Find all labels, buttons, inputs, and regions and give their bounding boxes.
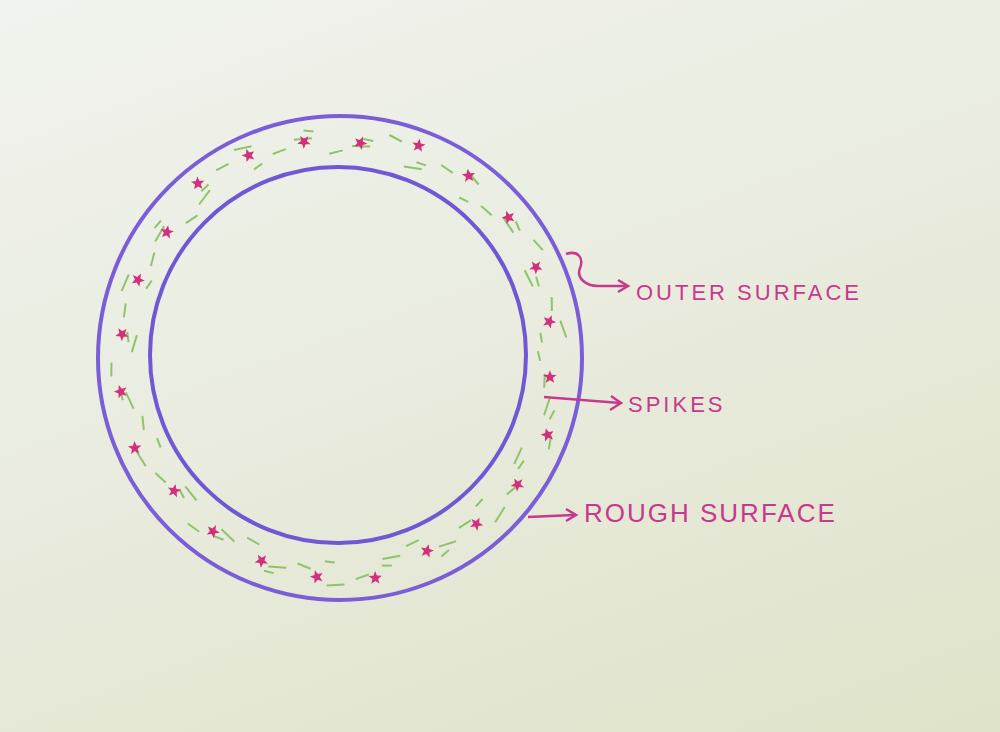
rough-dash	[222, 529, 235, 542]
spike-star	[255, 555, 268, 568]
spike-star	[543, 315, 556, 328]
rough-dash	[264, 571, 274, 573]
inner-circle	[150, 167, 526, 543]
spike-star	[541, 428, 554, 441]
rough-dash	[157, 438, 161, 447]
spike-star	[168, 484, 181, 497]
spike-star	[191, 176, 204, 189]
rough-dash	[406, 540, 419, 546]
rough-dash	[363, 139, 373, 141]
rough-dash	[459, 198, 468, 202]
rough-dash	[536, 277, 539, 287]
rough-dash	[186, 215, 198, 223]
spike-star	[132, 274, 145, 287]
rough-dash	[439, 541, 456, 546]
rough-dash	[132, 335, 137, 352]
rough-dash	[404, 167, 422, 170]
rough-dash	[188, 524, 199, 532]
rough-dash	[329, 150, 343, 153]
rough-dash	[544, 398, 550, 415]
rough-dash	[514, 448, 522, 464]
rough-dash	[124, 304, 126, 318]
leader-line	[544, 397, 620, 403]
rough-dash	[327, 584, 345, 585]
rough-dash	[304, 130, 314, 133]
rough-dash	[476, 499, 483, 506]
rough-dash	[155, 221, 162, 229]
rough-dash	[142, 416, 143, 430]
rough-dash	[525, 270, 533, 286]
rough-dash	[356, 575, 369, 580]
rough-dash	[459, 520, 471, 528]
rough-dash	[551, 297, 553, 311]
part-label: ROUGH SURFACE	[584, 500, 837, 526]
part-label: OUTER SURFACE	[636, 282, 862, 304]
rough-dash	[247, 538, 259, 545]
spike-star	[128, 441, 141, 454]
rough-dash	[234, 146, 252, 150]
arrow-head	[566, 509, 576, 521]
rough-dash	[110, 363, 112, 377]
rough-dash	[273, 149, 286, 154]
rough-dash	[382, 565, 392, 567]
rough-dash	[122, 275, 129, 292]
spike-star	[310, 570, 323, 583]
rough-dash	[254, 164, 262, 170]
rough-dash	[382, 556, 400, 559]
rough-dash	[441, 165, 453, 173]
spike-star	[114, 385, 127, 398]
spike-star	[502, 211, 515, 224]
rough-dash	[199, 190, 210, 204]
spike-star	[297, 136, 310, 149]
rough-dash	[151, 253, 155, 267]
rough-dash	[214, 536, 223, 540]
spike-star	[207, 525, 220, 538]
outer-circle	[98, 116, 582, 600]
spike-star	[511, 478, 524, 491]
rough-dash	[416, 162, 426, 165]
rough-dash	[481, 206, 492, 215]
rough-dash	[389, 135, 401, 142]
rough-dash	[534, 240, 543, 250]
spike-star	[470, 518, 483, 531]
rough-dash	[155, 473, 165, 483]
rough-dash	[516, 222, 520, 231]
rough-dash	[550, 410, 555, 419]
ring-texture	[111, 131, 566, 586]
rough-dash	[441, 550, 449, 557]
part-label: SPIKES	[628, 394, 725, 416]
spike-star	[115, 328, 128, 341]
rough-dash	[126, 392, 134, 408]
spike-star	[529, 262, 542, 275]
leader-line	[528, 515, 574, 517]
rough-dash	[146, 281, 152, 289]
arrow-head	[610, 396, 621, 410]
spike-star	[462, 169, 475, 182]
rough-dash	[495, 507, 505, 522]
rough-dash	[201, 185, 208, 192]
leader-line	[566, 253, 626, 286]
rough-dash	[298, 564, 311, 569]
rough-dash	[518, 461, 524, 469]
spike-star	[421, 544, 434, 557]
spike-star	[412, 139, 425, 152]
rough-dash	[185, 486, 196, 500]
spike-star	[354, 137, 367, 150]
spike-star	[543, 370, 556, 383]
spike-star	[369, 571, 382, 584]
rough-dash	[216, 164, 228, 171]
rough-dash	[560, 321, 566, 338]
rough-dash	[540, 333, 542, 343]
rough-dash	[127, 332, 128, 342]
spike-star	[161, 225, 174, 238]
rough-dash	[268, 567, 286, 568]
rough-dash	[155, 226, 164, 242]
rough-dash	[538, 351, 540, 361]
rough-dash	[136, 451, 146, 466]
rough-dash	[325, 561, 335, 562]
arrow-head	[618, 280, 628, 292]
spike-star	[242, 149, 255, 162]
